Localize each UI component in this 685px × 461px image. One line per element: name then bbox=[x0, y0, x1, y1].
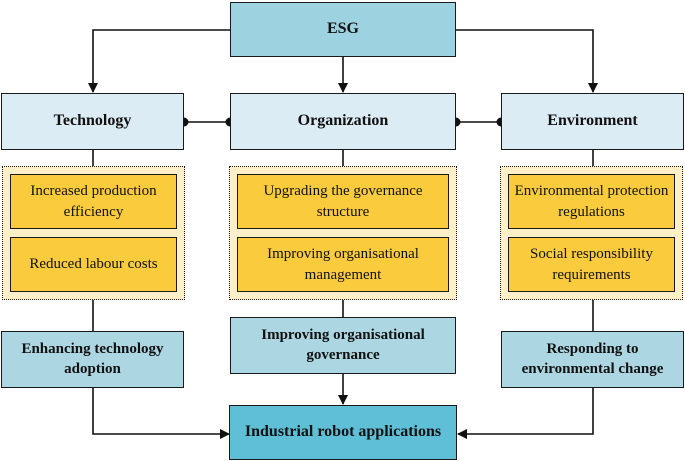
outcome-organization-box: Improving organisational governance bbox=[230, 317, 456, 374]
environment-label: Environment bbox=[547, 112, 638, 130]
technology-label: Technology bbox=[53, 112, 132, 130]
factor-label: Increased production efficiency bbox=[30, 183, 157, 220]
outcome-technology-box: Enhancing technology adoption bbox=[1, 331, 184, 388]
factor-reduced-labour-costs: Reduced labour costs bbox=[10, 237, 177, 292]
factor-social-responsibility-requirements: Social responsibility requirements bbox=[508, 237, 675, 292]
final-label: Industrial robot applications bbox=[244, 423, 442, 441]
arrow-technology-outcome-to-final bbox=[92, 388, 230, 439]
outcome-technology-label: Enhancing technology adoption bbox=[21, 341, 164, 377]
factor-increased-production-efficiency: Increased production efficiency bbox=[10, 174, 177, 229]
factor-label: Improving organisational management bbox=[267, 246, 419, 283]
factor-improving-organisational-management: Improving organisational management bbox=[237, 237, 449, 292]
esg-label: ESG bbox=[326, 20, 359, 38]
factor-label: Upgrading the governance structure bbox=[263, 183, 423, 220]
outcome-organization-label: Improving organisational governance bbox=[261, 327, 425, 363]
factor-label: Reduced labour costs bbox=[29, 256, 158, 273]
organization-label: Organization bbox=[297, 112, 389, 130]
arrow-esg-to-environment bbox=[456, 29, 598, 93]
factor-upgrading-governance-structure: Upgrading the governance structure bbox=[237, 174, 449, 229]
industrial-robot-applications-box: Industrial robot applications bbox=[229, 405, 457, 460]
outcome-environment-label: Responding to environmental change bbox=[521, 341, 664, 377]
factor-label: Social responsibility requirements bbox=[530, 246, 653, 283]
environment-box: Environment bbox=[501, 93, 684, 150]
esg-box: ESG bbox=[230, 2, 456, 57]
arrow-environment-outcome-to-final bbox=[457, 388, 594, 439]
organization-box: Organization bbox=[230, 93, 456, 150]
outcome-environment-box: Responding to environmental change bbox=[501, 331, 684, 388]
factor-environmental-protection-regulations: Environmental protection regulations bbox=[508, 174, 675, 229]
technology-box: Technology bbox=[1, 93, 184, 150]
arrow-esg-to-technology bbox=[88, 29, 230, 93]
factor-label: Environmental protection regulations bbox=[514, 183, 669, 220]
